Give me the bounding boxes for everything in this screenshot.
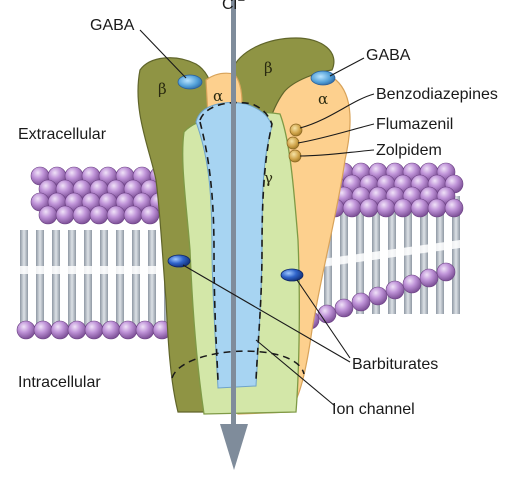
label-gaba-left: GABA	[90, 17, 135, 34]
phospholipid-head	[334, 298, 354, 318]
subunit-label-beta-right: β	[264, 59, 273, 77]
membrane-midline-left	[18, 266, 168, 274]
phospholipid-head	[436, 262, 456, 282]
arrow-head	[220, 424, 248, 470]
pore-dashed-outline	[199, 101, 273, 381]
phospholipid-head	[84, 320, 104, 340]
leader-lines	[139, 29, 375, 407]
membrane-tails-left	[18, 230, 168, 328]
membrane-midline-right	[300, 240, 460, 270]
benzodiazepine-binding-site	[286, 123, 303, 163]
phospholipid-head	[351, 292, 371, 312]
label-barbiturates: Barbiturates	[352, 356, 438, 373]
phospholipid-head	[33, 320, 53, 340]
phospholipid-head	[101, 320, 121, 340]
gaba-binding-site-left	[177, 74, 203, 90]
channel-base-dashed	[171, 350, 305, 379]
phospholipid-head	[140, 205, 160, 225]
barbiturate-binding-site-left	[167, 254, 191, 268]
phospholipid-head	[50, 320, 70, 340]
phospholipid-head	[342, 198, 362, 218]
phospholipid-head	[55, 205, 75, 225]
phospholipid-head	[410, 198, 430, 218]
chloride-flow-arrow	[220, 0, 248, 470]
membrane-heads-top-right	[300, 162, 464, 218]
phospholipid-head	[419, 268, 439, 288]
subunit-label-alpha-left: α	[213, 87, 223, 105]
label-gaba-right: GABA	[366, 47, 411, 64]
phospholipid-head	[123, 205, 143, 225]
label-extracellular: Extracellular	[18, 126, 107, 143]
pore-dashed-outline-left	[199, 121, 219, 381]
subunit-label-gamma: γ	[264, 169, 273, 187]
phospholipid-head	[444, 198, 464, 218]
phospholipid-head	[359, 198, 379, 218]
lipid-bilayer	[16, 162, 464, 340]
phospholipid-head	[38, 205, 58, 225]
phospholipid-head	[427, 198, 447, 218]
label-flumazenil: Flumazenil	[376, 116, 453, 133]
membrane-heads-top-left	[30, 166, 169, 225]
phospholipid-head	[89, 205, 109, 225]
phospholipid-head	[402, 274, 422, 294]
phospholipid-head	[385, 280, 405, 300]
membrane-heads-bottom-left	[16, 320, 172, 340]
subunit-label-beta-left: β	[158, 80, 167, 98]
phospholipid-head	[16, 320, 36, 340]
subunit-label-alpha-right: α	[318, 90, 328, 108]
gaba-binding-site-right	[310, 70, 336, 86]
chloride-ion-label: Cl⁻	[222, 0, 246, 13]
label-ion-channel: Ion channel	[332, 401, 415, 418]
phospholipid-head	[135, 320, 155, 340]
phospholipid-head	[72, 205, 92, 225]
label-benzodiazepines: Benzodiazepines	[376, 86, 498, 103]
label-intracellular: Intracellular	[18, 374, 101, 391]
barbiturate-binding-site-right	[280, 268, 304, 282]
phospholipid-head	[106, 205, 126, 225]
phospholipid-head	[393, 198, 413, 218]
phospholipid-head	[376, 198, 396, 218]
arrow-shaft	[231, 0, 236, 424]
phospholipid-head	[118, 320, 138, 340]
phospholipid-head	[368, 286, 388, 306]
gaba-a-receptor: β α β α γ	[137, 37, 351, 415]
label-zolpidem: Zolpidem	[376, 142, 442, 159]
phospholipid-head	[67, 320, 87, 340]
